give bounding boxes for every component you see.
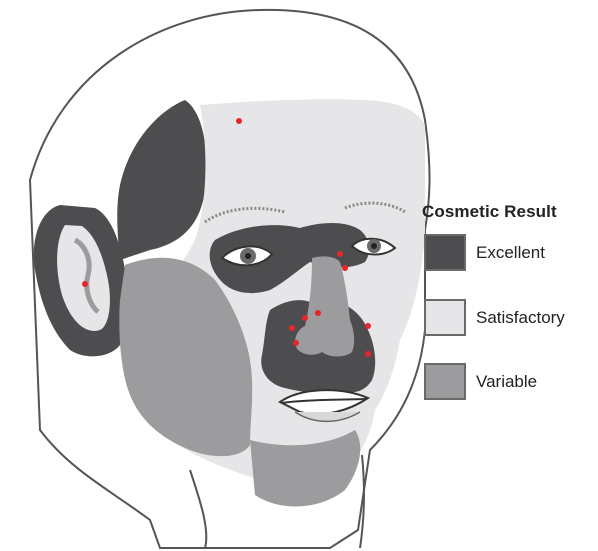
legend-swatch-variable [424, 363, 466, 400]
red-dot-icon [337, 251, 343, 257]
red-dot-icon [289, 325, 295, 331]
red-dot-icon [315, 310, 321, 316]
legend-item-satisfactory: Satisfactory [424, 299, 565, 336]
red-dot-icon [236, 118, 242, 124]
legend-label-variable: Variable [476, 372, 537, 392]
red-dot-icon [365, 323, 371, 329]
red-dot-icon [302, 315, 308, 321]
legend-item-variable: Variable [424, 363, 537, 400]
legend-item-excellent: Excellent [424, 234, 545, 271]
legend: Cosmetic Result Excellent Satisfactory V… [418, 202, 596, 222]
legend-swatch-excellent [424, 234, 466, 271]
legend-title: Cosmetic Result [422, 202, 596, 222]
red-dot-icon [365, 351, 371, 357]
legend-swatch-satisfactory [424, 299, 466, 336]
red-dot-icon [82, 281, 88, 287]
legend-label-satisfactory: Satisfactory [476, 308, 565, 328]
red-dot-icon [342, 265, 348, 271]
legend-label-excellent: Excellent [476, 243, 545, 263]
red-dot-icon [293, 340, 299, 346]
